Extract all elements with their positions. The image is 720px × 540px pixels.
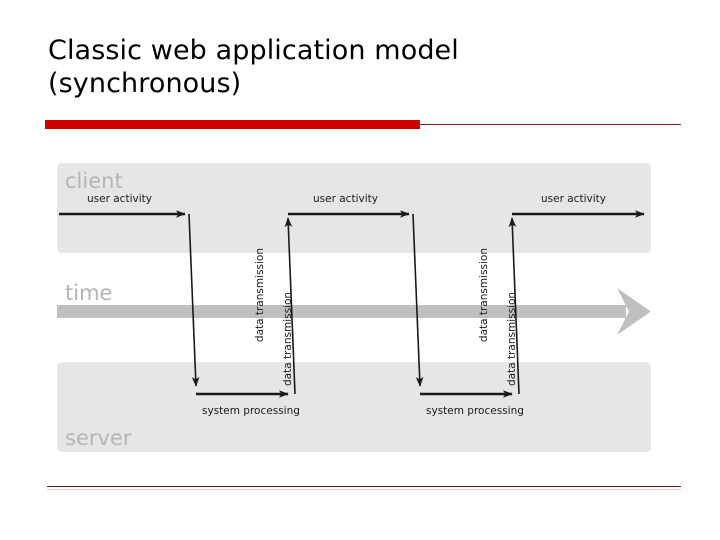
data-transmission-arrow-2 xyxy=(284,217,296,395)
lane-label-time: time xyxy=(65,281,112,305)
data-transmission-arrow-1 xyxy=(188,213,200,387)
data-transmission-arrow-4 xyxy=(508,217,520,395)
page-title-line-1: Classic web application model xyxy=(48,35,459,66)
footer-rule-light xyxy=(47,489,681,490)
server-band xyxy=(57,362,651,452)
data-transmission-label-3: data transmission xyxy=(478,248,490,342)
title-rule-accent xyxy=(45,120,420,129)
lane-label-client: client xyxy=(65,169,123,193)
system-processing-label-2: system processing xyxy=(426,405,524,417)
data-transmission-label-2: data transmission xyxy=(282,292,294,386)
page-title-line-2: (synchronous) xyxy=(48,68,242,99)
page-title: Classic web application model (synchrono… xyxy=(48,34,668,100)
sequence-diagram: client time server user activity data tr… xyxy=(57,160,653,456)
user-activity-label-2: user activity xyxy=(313,193,378,205)
data-transmission-label-4: data transmission xyxy=(506,292,518,386)
system-processing-label-1: system processing xyxy=(202,405,300,417)
lane-label-server: server xyxy=(65,426,132,450)
time-arrow xyxy=(57,288,651,335)
footer-rule-dark xyxy=(47,486,681,487)
data-transmission-label-1: data transmission xyxy=(254,248,266,342)
user-activity-label-1: user activity xyxy=(87,193,152,205)
client-band xyxy=(57,163,651,253)
data-transmission-arrow-3 xyxy=(412,213,424,387)
user-activity-label-3: user activity xyxy=(541,193,606,205)
